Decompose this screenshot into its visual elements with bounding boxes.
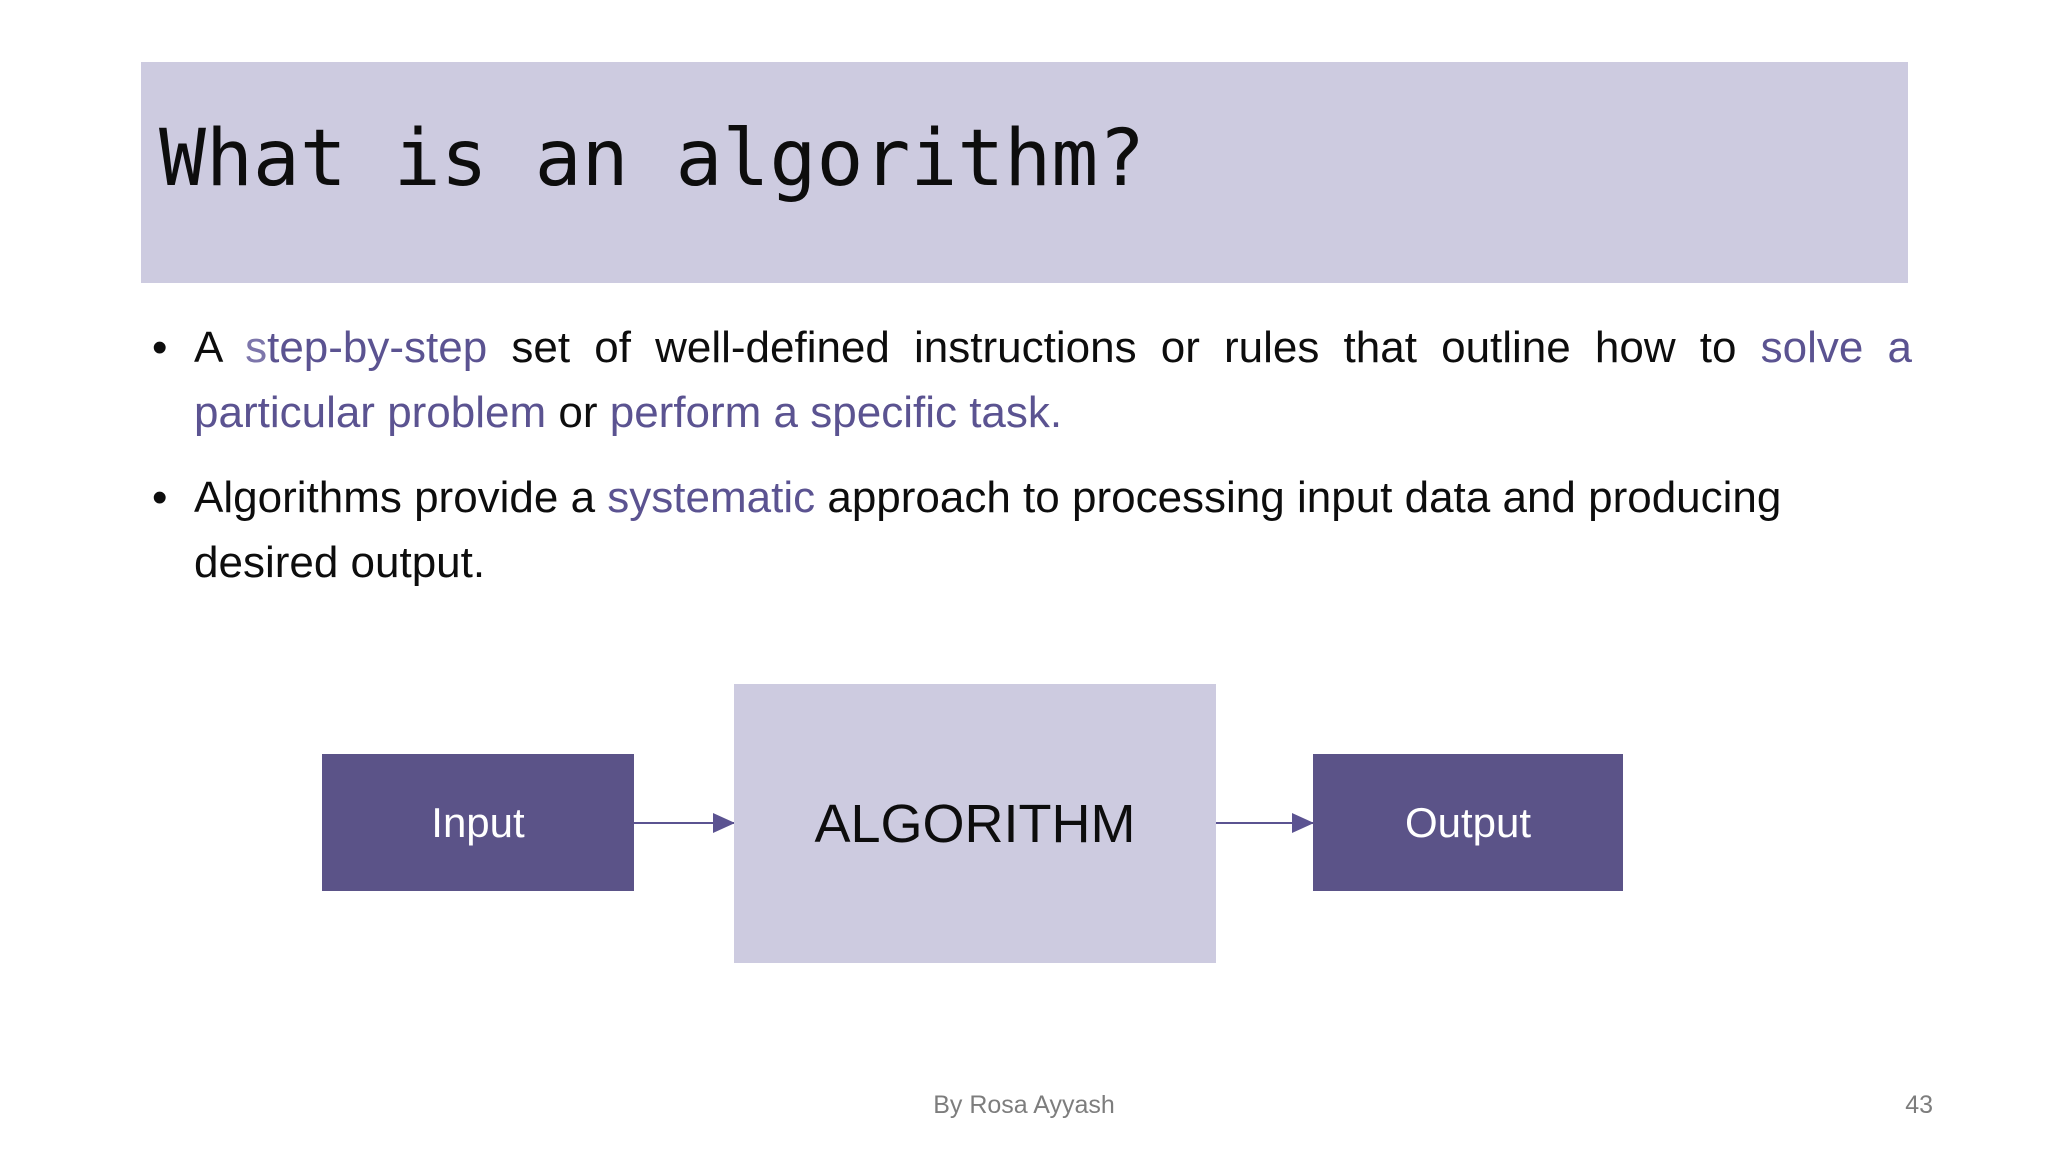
arrow-right-icon-input-to-algorithm — [634, 813, 735, 833]
diagram-node-algorithm: ALGORITHM — [734, 684, 1216, 963]
diagram-node-input-label: Input — [431, 798, 525, 846]
bullet-segment: set of well-defined instructions or rule… — [487, 323, 1761, 372]
arrow-shaft — [634, 822, 734, 824]
bullet-text-1: A step-by-step set of well-defined instr… — [194, 315, 1912, 445]
diagram-node-output-label: Output — [1404, 798, 1532, 846]
page-title: What is an algorithm? — [159, 114, 1146, 204]
bullet-marker-icon: • — [152, 473, 168, 522]
bullet-text-2: Algorithms provide a systematic approach… — [194, 465, 1912, 595]
body-content: • A step-by-step set of well-defined ins… — [152, 315, 1912, 615]
bullet-segment-accent-lead: s — [245, 323, 268, 372]
bullet-segment: approach to processing input data and pr… — [194, 473, 1782, 587]
bullet-segment: or — [546, 388, 610, 437]
diagram-node-input: Input — [322, 754, 634, 891]
diagram-node-output: Output — [1313, 754, 1623, 891]
arrow-right-icon-algorithm-to-output — [1216, 813, 1314, 833]
diagram-node-algorithm-label: ALGORITHM — [814, 793, 1136, 854]
arrow-head — [1292, 813, 1314, 833]
bullet-segment-accent: solve a particular problem — [194, 323, 1913, 437]
footer-author: By Rosa Ayyash — [933, 1091, 1115, 1119]
bullet-segment-accent: perform a specific task. — [609, 388, 1063, 437]
list-item: • A step-by-step set of well-defined ins… — [152, 315, 1912, 445]
bullet-segment: Algorithms provide a — [194, 473, 608, 522]
arrow-head — [713, 813, 735, 833]
slide-page-number: 43 — [1905, 1091, 1933, 1119]
bullet-marker-icon: • — [152, 323, 168, 372]
list-item: • Algorithms provide a systematic approa… — [152, 465, 1912, 595]
arrow-shaft — [1216, 822, 1313, 824]
bullet-segment: A — [194, 323, 246, 372]
title-banner — [141, 62, 1908, 283]
bullet-segment-accent: systematic — [607, 473, 816, 522]
bullet-segment-accent: tep-by-step — [267, 323, 488, 372]
